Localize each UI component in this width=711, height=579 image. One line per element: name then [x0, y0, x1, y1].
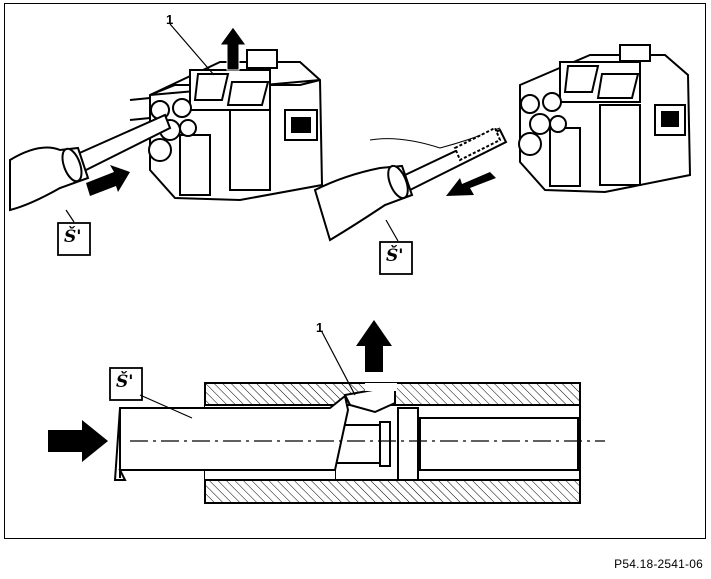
tool-symbol-top-right: Š' — [386, 246, 404, 266]
figure-frame — [4, 3, 706, 539]
tool-symbol-box-top-left — [57, 222, 91, 256]
cross-section-scene — [48, 320, 605, 504]
arrow-up-icon-bottom — [356, 320, 392, 372]
section-screwdriver — [113, 394, 350, 481]
part-label-top-left: 1 — [166, 12, 174, 27]
tool-symbol-bottom: Š' — [116, 372, 134, 392]
arrow-up-icon-top — [219, 26, 247, 71]
screwdriver-left — [9, 113, 172, 212]
connector-housing-right — [518, 44, 692, 194]
top-left-scene — [9, 23, 324, 256]
screwdriver-right — [313, 126, 508, 242]
arrow-pull-left-icon — [446, 172, 496, 196]
tool-symbol-box-bottom — [109, 367, 143, 401]
figure-reference-code: P54.18-2541-06 — [614, 557, 703, 571]
arrow-push-right-icon — [86, 165, 130, 196]
arrow-push-right-icon-bottom — [48, 420, 108, 462]
tool-symbol-box-top-right — [379, 241, 413, 275]
connector-housing-left — [129, 49, 324, 202]
top-right-scene — [313, 44, 692, 275]
tool-symbol-top-left: Š' — [64, 227, 82, 247]
part-label-bottom: 1 — [316, 320, 324, 335]
